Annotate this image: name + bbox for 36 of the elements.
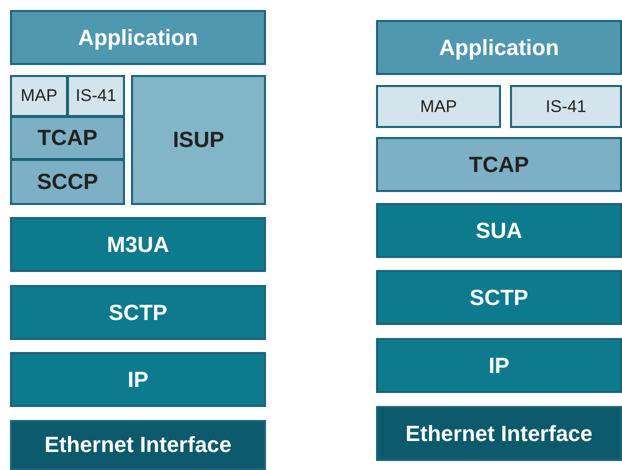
layer-label: TCAP xyxy=(469,152,529,178)
layer-box xyxy=(10,352,266,407)
layer-label: MAP xyxy=(420,96,457,116)
layer-box xyxy=(10,159,125,205)
layer-label: Application xyxy=(439,34,559,60)
protocol-box xyxy=(510,85,622,128)
layer-box xyxy=(10,116,125,160)
protocol-box xyxy=(10,75,68,117)
layer-box xyxy=(376,203,622,258)
layer-label: SCCP xyxy=(36,169,98,195)
layer-box xyxy=(376,270,622,325)
layer-label: Ethernet Interface xyxy=(44,432,232,458)
layer-box xyxy=(131,75,266,205)
layer-label: M3UA xyxy=(106,232,170,258)
layer-box xyxy=(10,217,266,272)
protocol-box xyxy=(67,75,125,117)
protocol-box xyxy=(376,85,501,128)
layer-label: IS-41 xyxy=(76,86,116,106)
layer-box xyxy=(10,285,266,340)
layer-label: SCTP xyxy=(470,284,528,310)
layer-box xyxy=(10,10,266,65)
layer-label: IP xyxy=(488,352,510,378)
layer-label: SUA xyxy=(476,218,522,244)
layer-label: IS-41 xyxy=(546,96,586,116)
layer-box xyxy=(376,137,622,192)
layer-label: Application xyxy=(78,24,198,50)
layer-box xyxy=(376,406,622,461)
layer-box xyxy=(10,420,266,470)
layer-label: MAP xyxy=(20,86,58,106)
layer-box xyxy=(376,338,622,393)
layer-box xyxy=(376,20,622,75)
layer-label: SCTP xyxy=(108,300,168,326)
layer-label: Ethernet Interface xyxy=(405,420,593,446)
layer-label: ISUP xyxy=(172,127,224,153)
layer-label: IP xyxy=(128,366,148,392)
layer-label: TCAP xyxy=(38,125,98,151)
